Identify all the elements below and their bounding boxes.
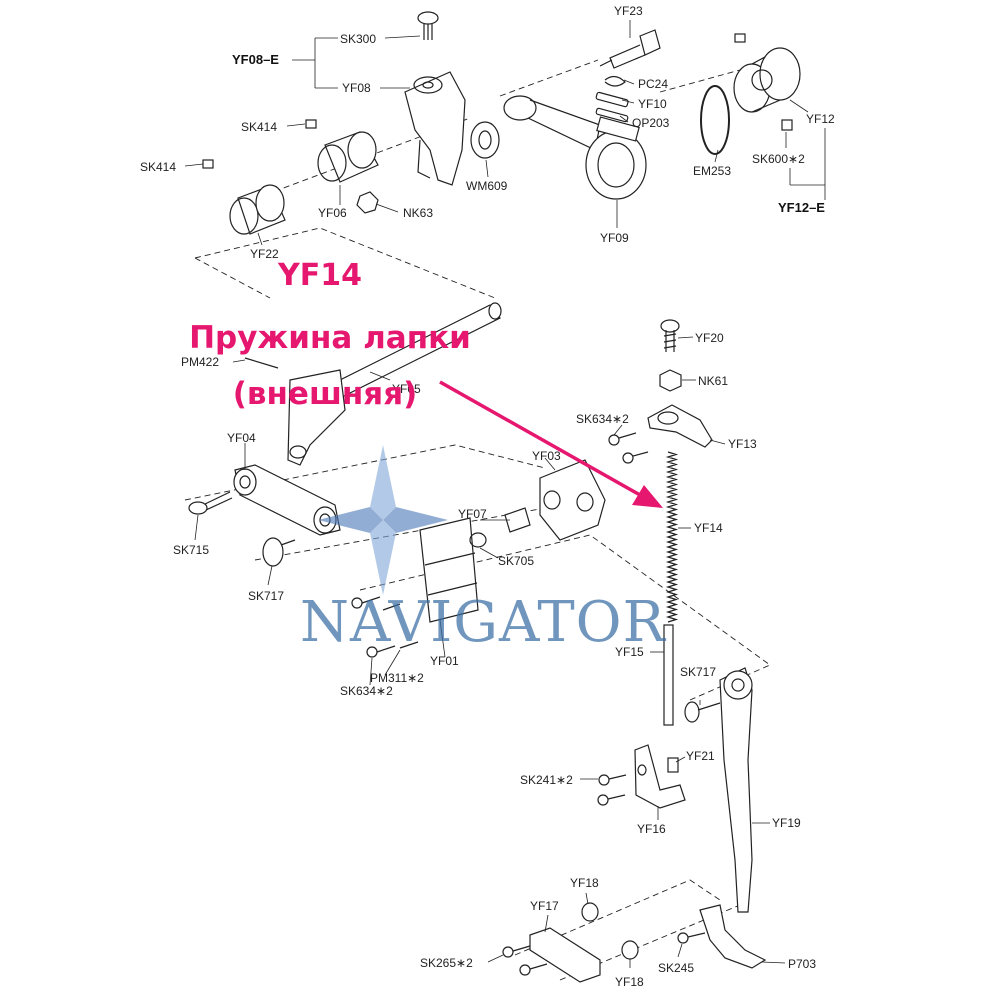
yf09-connecting-rod bbox=[503, 95, 647, 200]
label-sk245: SK245 bbox=[658, 961, 694, 975]
label-sk717-a: SK717 bbox=[248, 589, 284, 603]
part-labels: YF08–E YF12–E SK300 YF08 SK414 SK414 YF0… bbox=[140, 4, 835, 989]
label-sk414-b: SK414 bbox=[140, 160, 176, 174]
annotation-arrow bbox=[439, 380, 663, 508]
label-pm311: PM311∗2 bbox=[370, 671, 424, 685]
label-yf04: YF04 bbox=[227, 431, 256, 445]
nk63-nut bbox=[356, 191, 379, 214]
label-yf15: YF15 bbox=[615, 645, 644, 659]
annotation-subtitle: (внешняя) bbox=[232, 376, 418, 412]
yf07-stud bbox=[504, 507, 531, 533]
label-yf17: YF17 bbox=[530, 899, 559, 913]
group-label-yf08e: YF08–E bbox=[232, 52, 279, 67]
label-nk61: NK61 bbox=[698, 374, 728, 388]
sk715-screw bbox=[188, 491, 233, 515]
label-sk705: SK705 bbox=[498, 554, 534, 568]
op203-oil-pad bbox=[595, 107, 629, 123]
sk245-screw bbox=[677, 932, 706, 944]
leader-lines bbox=[184, 20, 826, 968]
yf22-collar bbox=[229, 184, 286, 235]
label-yf07: YF07 bbox=[458, 507, 487, 521]
label-yf18-b: YF18 bbox=[615, 975, 644, 989]
yf12-eccentric-cam bbox=[733, 33, 801, 131]
yf03-bracket bbox=[539, 459, 606, 541]
nk61-nut bbox=[659, 369, 682, 392]
label-em253: EM253 bbox=[693, 164, 731, 178]
sk717-screw-left bbox=[262, 537, 296, 567]
p703-presser-foot bbox=[699, 904, 767, 969]
group-label-yf12e: YF12–E bbox=[778, 200, 825, 215]
label-yf10: YF10 bbox=[638, 97, 667, 111]
yf06-collar bbox=[317, 131, 379, 183]
label-sk634-a: SK634∗2 bbox=[340, 684, 393, 698]
label-nk63: NK63 bbox=[403, 206, 433, 220]
yf17-plate bbox=[529, 927, 601, 983]
pc24-clip bbox=[604, 75, 626, 87]
label-yf01: YF01 bbox=[430, 654, 459, 668]
label-pc24: PC24 bbox=[638, 77, 668, 91]
label-yf13: YF13 bbox=[728, 437, 757, 451]
sk634-screws-lower bbox=[351, 596, 396, 658]
label-op203: OP203 bbox=[632, 116, 670, 130]
label-sk414-a: SK414 bbox=[241, 120, 277, 134]
label-yf20: YF20 bbox=[695, 331, 724, 345]
yf01-presser-bar-guide bbox=[419, 517, 487, 623]
label-yf12: YF12 bbox=[806, 112, 835, 126]
yf18-rollers bbox=[581, 902, 639, 960]
sk717-screw-right bbox=[684, 701, 721, 723]
yf21-set-screw bbox=[667, 757, 679, 773]
label-sk717-b: SK717 bbox=[680, 665, 716, 679]
yf13-spring-guide bbox=[647, 404, 713, 448]
yf19-presser-arm bbox=[719, 667, 753, 913]
yf08-foot-lifter-arm bbox=[404, 71, 466, 186]
label-sk600: SK600∗2 bbox=[752, 152, 805, 166]
pm311-pins bbox=[382, 603, 419, 649]
label-yf18-a: YF18 bbox=[570, 876, 599, 890]
yf15-presser-bar bbox=[663, 624, 674, 726]
watermark-compass-star bbox=[318, 445, 448, 595]
label-wm609: WM609 bbox=[466, 179, 508, 193]
yf16-bracket bbox=[634, 744, 686, 809]
label-yf06: YF06 bbox=[318, 206, 347, 220]
label-yf09: YF09 bbox=[600, 231, 629, 245]
wm609-washer bbox=[470, 121, 500, 159]
label-yf21: YF21 bbox=[686, 749, 715, 763]
yf23-stepped-screw bbox=[599, 29, 661, 69]
yf14-presser-spring bbox=[665, 451, 679, 623]
yf20-screw bbox=[660, 319, 680, 352]
sk265-screws bbox=[502, 945, 548, 976]
spring-coil bbox=[665, 451, 679, 623]
pm422-pin bbox=[244, 357, 279, 369]
label-yf05: YF05 bbox=[392, 382, 421, 396]
label-sk241: SK241∗2 bbox=[520, 773, 573, 787]
watermark-text: NAVIGATOR bbox=[300, 590, 666, 655]
label-sk265: SK265∗2 bbox=[420, 956, 473, 970]
label-yf14: YF14 bbox=[694, 521, 723, 535]
label-yf22: YF22 bbox=[250, 247, 279, 261]
label-yf23: YF23 bbox=[614, 4, 643, 18]
label-pm422: PM422 bbox=[181, 355, 219, 369]
yf10-felt bbox=[595, 91, 629, 108]
annotation-part-code: YF14 bbox=[278, 258, 362, 293]
label-yf08: YF08 bbox=[342, 81, 371, 95]
label-p703: P703 bbox=[788, 957, 816, 971]
label-sk715: SK715 bbox=[173, 543, 209, 557]
sk241-screws bbox=[597, 774, 627, 806]
em253-retaining-ring bbox=[700, 85, 730, 155]
sk300-screw bbox=[417, 11, 439, 40]
sk634-screws-upper bbox=[608, 432, 649, 464]
yf05-shaft bbox=[287, 302, 502, 466]
label-yf19: YF19 bbox=[772, 816, 801, 830]
annotation-title: Пружина лапки bbox=[189, 320, 471, 356]
label-sk300: SK300 bbox=[340, 32, 376, 46]
label-yf16: YF16 bbox=[637, 822, 666, 836]
label-yf03: YF03 bbox=[532, 449, 561, 463]
label-sk634-b: SK634∗2 bbox=[576, 412, 629, 426]
